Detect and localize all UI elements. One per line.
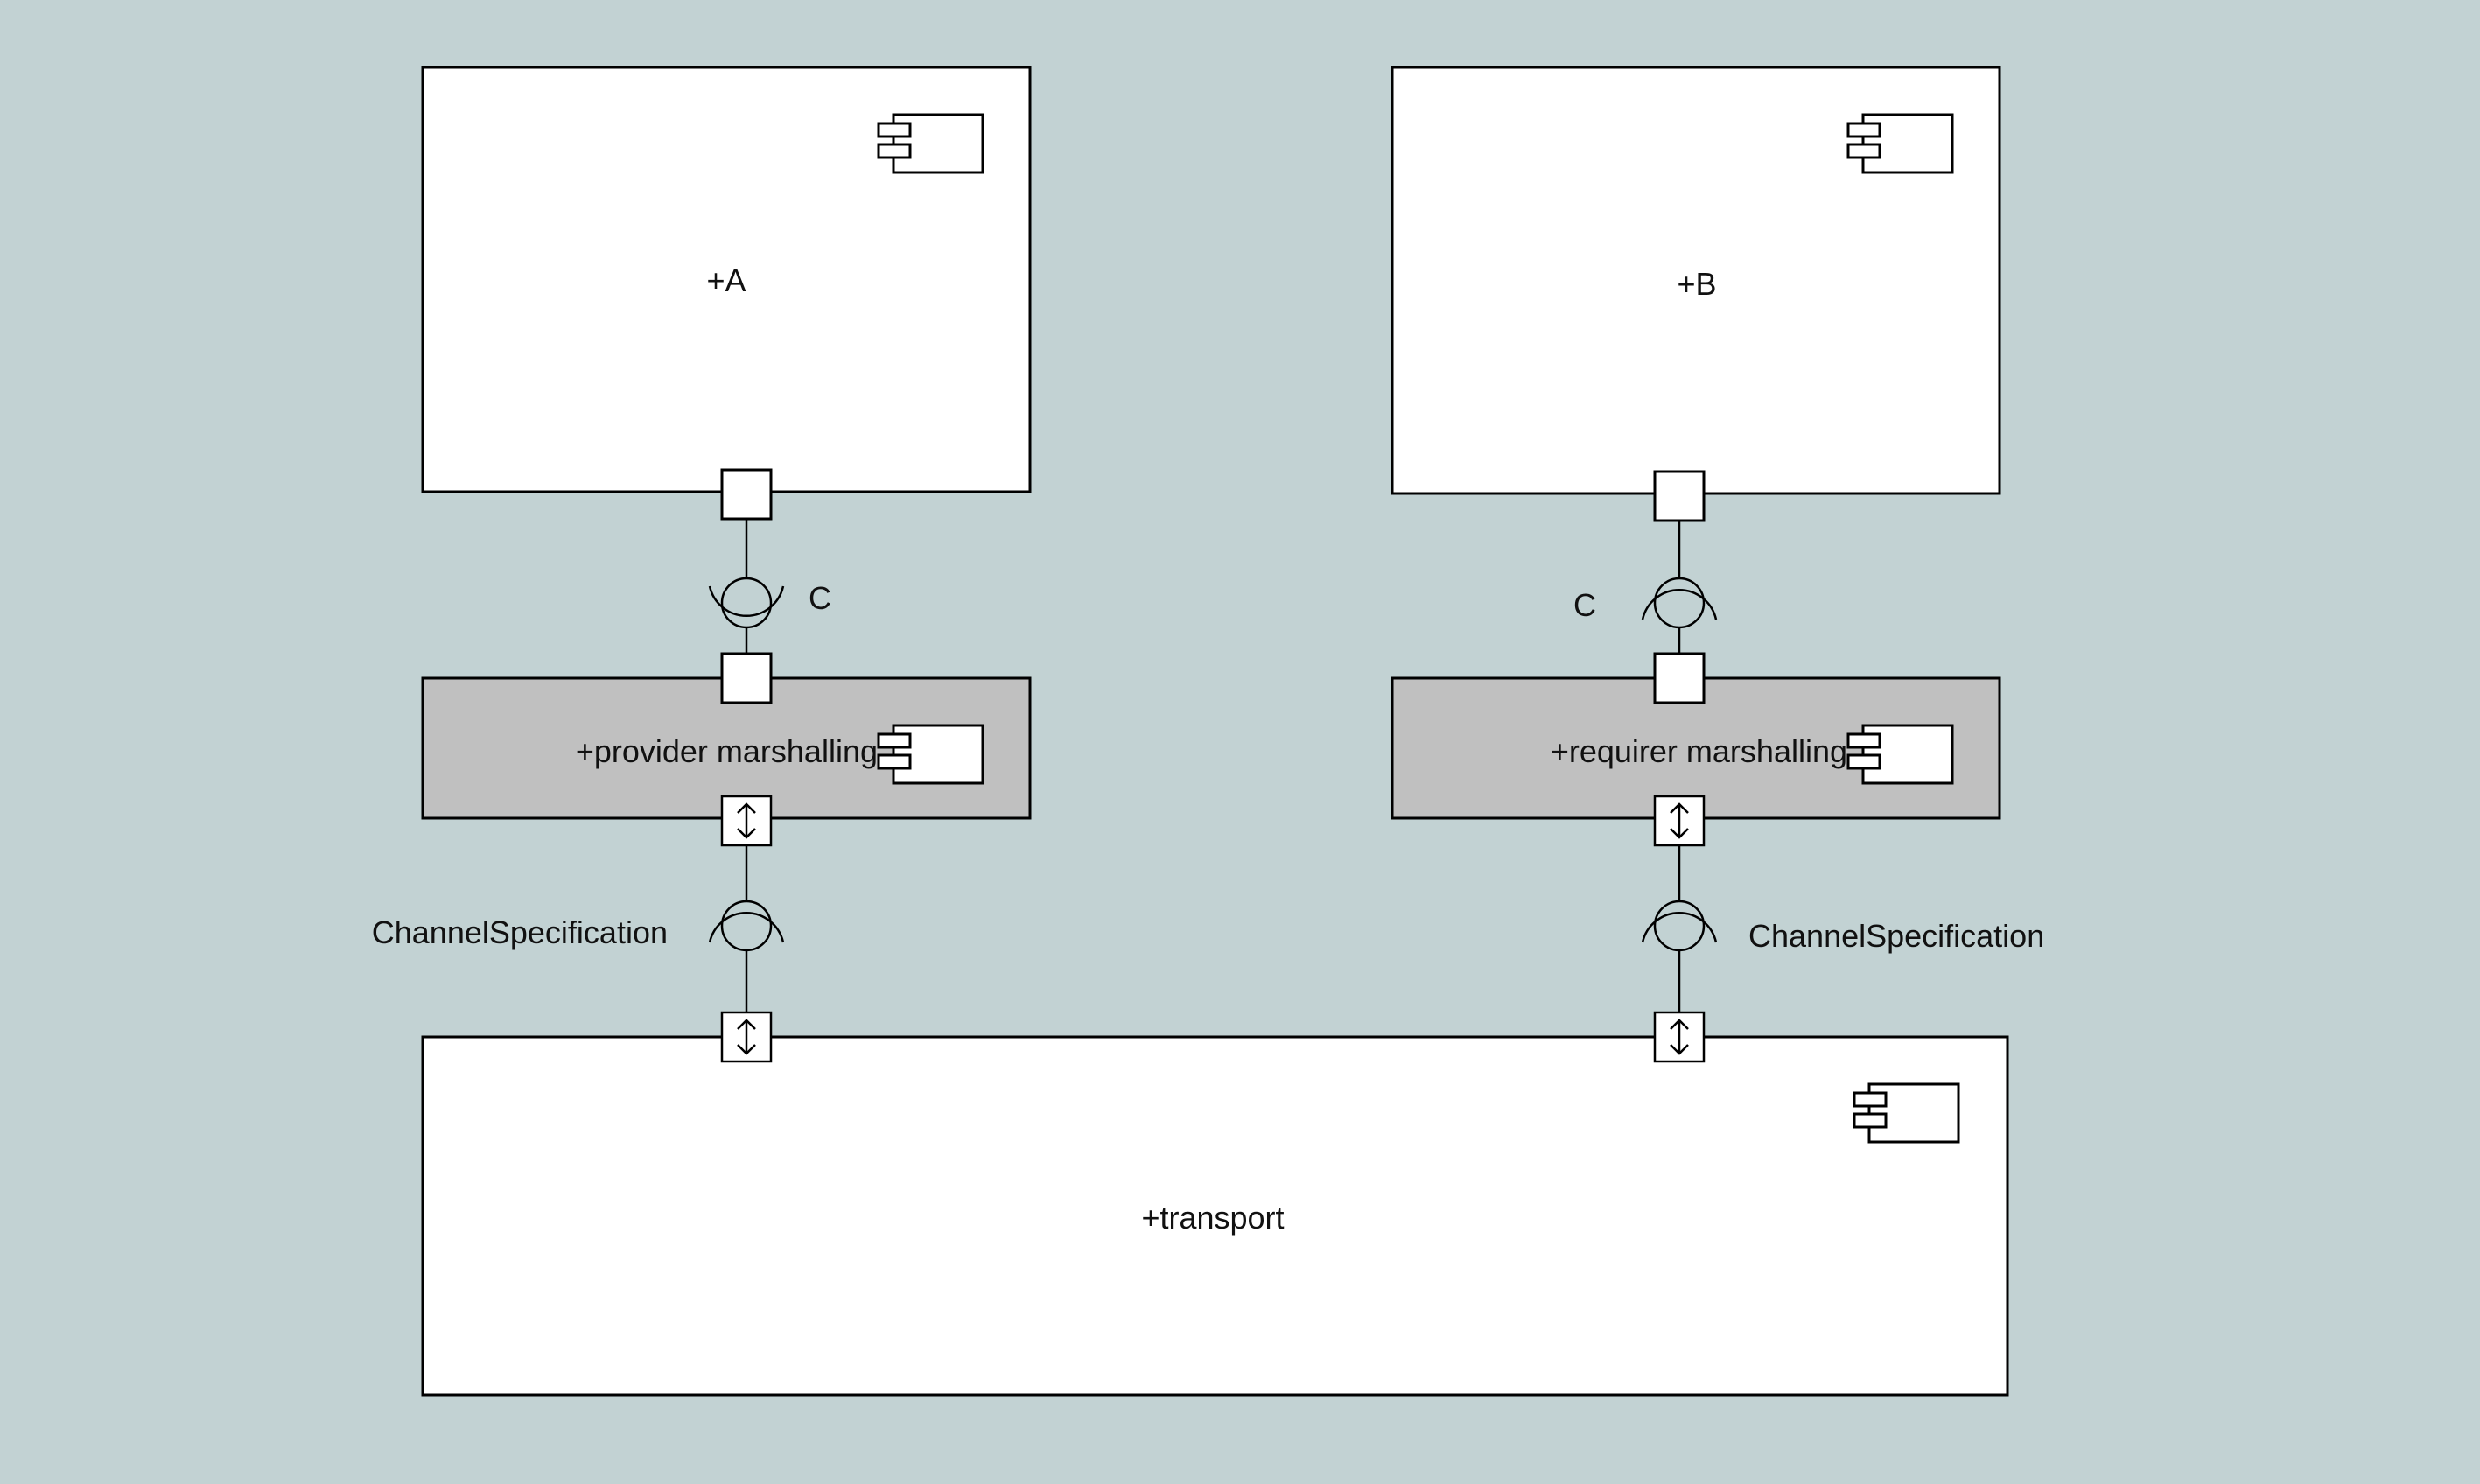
interface-socket [1641,588,1718,620]
requirer-marshalling-top-port[interactable] [1653,652,1706,704]
interface-ball [720,577,773,629]
transport-left-port[interactable] [720,1011,773,1063]
component-transport[interactable]: +transport [421,1011,2009,1396]
transport-box [421,1035,2009,1396]
component-a-label: +A [706,262,746,298]
component-provider-marshalling[interactable]: +provider marshalling [421,652,1032,847]
interface-c-right-label: C [1573,587,1596,623]
transport-right-port[interactable] [1653,1011,1706,1063]
component-icon [1846,113,1954,174]
interface-ball [1653,900,1706,952]
interface-channel-right[interactable]: ChannelSpecification [1641,900,2044,954]
connectors [745,519,1681,1013]
component-a[interactable]: +A [421,66,1032,521]
provider-marshalling-top-port[interactable] [720,652,773,704]
component-b-port[interactable] [1653,470,1706,522]
interface-channel-right-label: ChannelSpecification [1748,918,2044,954]
provider-marshalling-label: +provider marshalling [576,733,878,769]
component-icon [877,724,984,785]
interface-ball [1653,577,1706,629]
interface-channel-left-label: ChannelSpecification [372,914,668,950]
interface-c-left-label: C [809,580,831,616]
component-icon [877,113,984,174]
interface-socket [708,585,785,618]
requirer-marshalling-label: +requirer marshalling [1551,733,1847,769]
interface-ball [720,900,773,952]
requirer-marshalling-channel-port[interactable] [1653,794,1706,847]
interface-socket [1641,911,1718,943]
interface-channel-left[interactable]: ChannelSpecification [372,900,785,952]
component-b[interactable]: +B [1391,66,2001,522]
component-requirer-marshalling[interactable]: +requirer marshalling [1391,652,2001,847]
interface-c-right[interactable]: C [1573,577,1718,629]
component-a-port[interactable] [720,468,773,521]
component-b-label: +B [1677,266,1716,302]
component-icon [1846,724,1954,785]
provider-marshalling-channel-port[interactable] [720,794,773,847]
interface-socket [708,911,785,943]
component-icon [1853,1082,1960,1144]
transport-label: +transport [1141,1200,1284,1236]
interface-c-left[interactable]: C [708,577,831,629]
